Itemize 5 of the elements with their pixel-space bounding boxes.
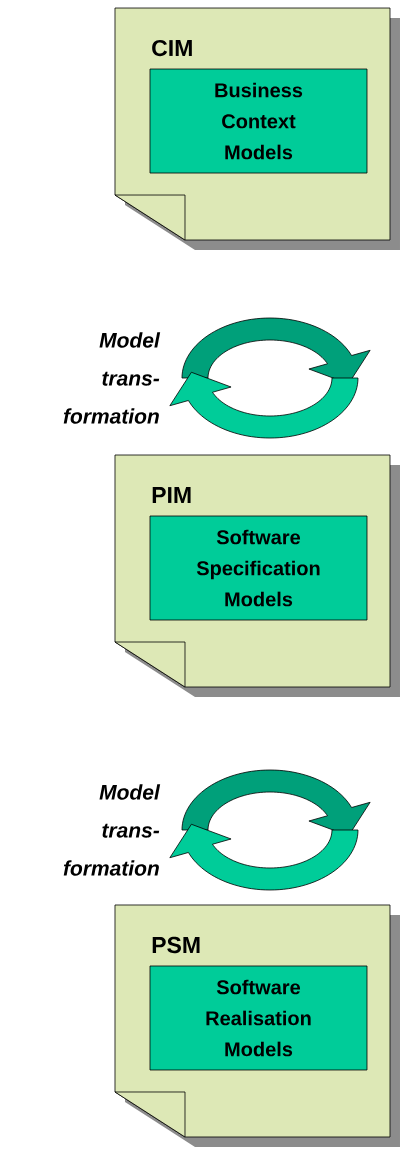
model-box: Software Specification Models bbox=[149, 515, 368, 621]
transformation-label: Model trans- formation bbox=[63, 332, 161, 424]
model-box: Business Context Models bbox=[149, 68, 368, 174]
transformation-label: Model trans- formation bbox=[63, 784, 161, 876]
model-box: Software Realisation Models bbox=[149, 965, 368, 1071]
